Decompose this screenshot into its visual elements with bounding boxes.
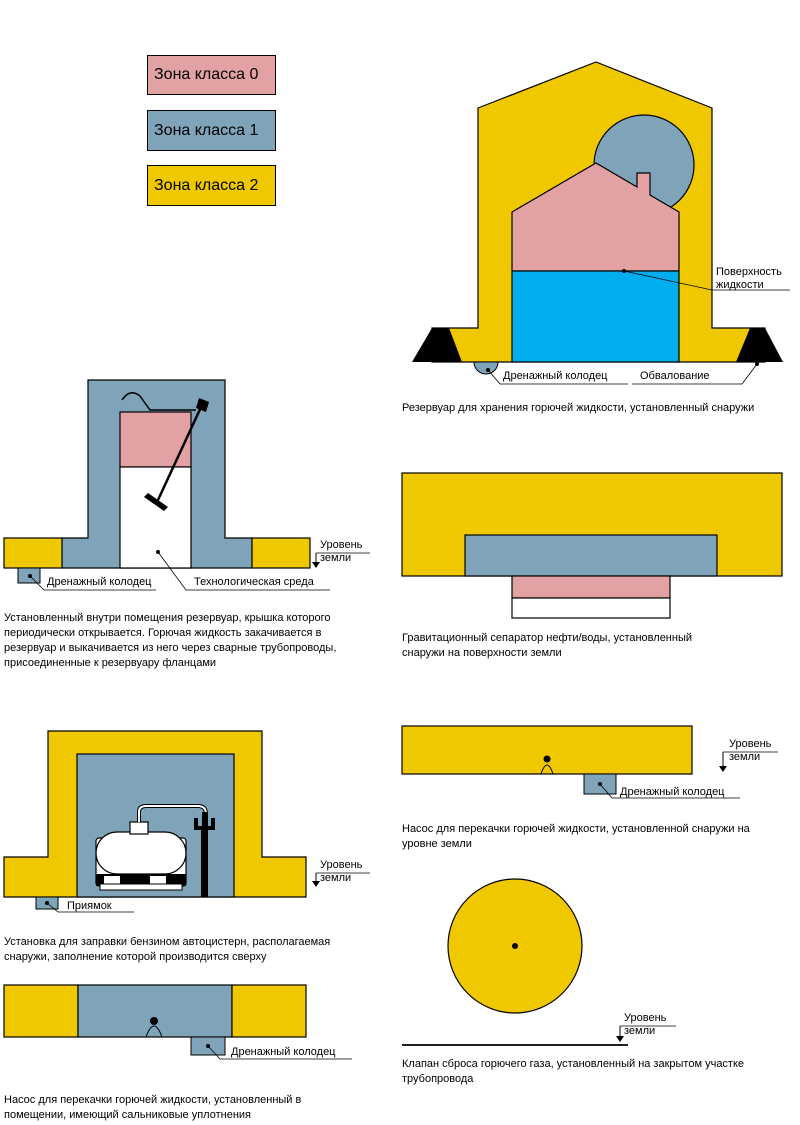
legend-zone-1-label: Зона класса 1 [154, 121, 259, 139]
legend-zone-2: Зона класса 2 [147, 165, 276, 206]
separator-liquid [511, 597, 671, 619]
tanker-ground-arrow [312, 881, 320, 887]
legend-zone-0: Зона класса 0 [147, 55, 276, 95]
indoor-pump-zone1 [77, 984, 233, 1038]
outdoor-pump-ground-arrow [719, 766, 727, 772]
pit-leader [46, 902, 134, 913]
label-bund: Обвалование [640, 370, 710, 382]
outdoor-pump-zone2 [401, 725, 693, 775]
outdoor-pump-icon [543, 755, 551, 763]
indoor-tank-agitator-motor [196, 398, 209, 412]
indoor-tank-diagram [3, 379, 370, 591]
indoor-tank-zone2-left [3, 537, 63, 569]
relief-valve-ground-arrow [616, 1036, 624, 1042]
indoor-drain-leader [29, 575, 156, 591]
tanker-filling-diagram [3, 730, 370, 913]
indoor-pump-zone2-right [231, 984, 307, 1038]
label-outdoor-pump-ground-level: Уровень земли [729, 738, 772, 763]
indoor-pump-icon [150, 1017, 158, 1025]
label-indoor-ground-level: Уровень земли [320, 539, 363, 564]
outdoor-pump-drain-leader [599, 783, 740, 799]
caption-outdoor-pump: Насос для перекачки горючей жидкости, ус… [402, 823, 750, 850]
caption-tanker-filling: Установка для заправки бензином автоцист… [4, 936, 331, 963]
tanker-truck-icon [95, 804, 208, 891]
indoor-tank-vapour-zone0 [119, 411, 192, 468]
outdoor-drain-leader [487, 369, 628, 385]
label-outdoor-drain-well: Дренажный колодец [503, 370, 608, 382]
relief-valve-point [512, 943, 518, 949]
outdoor-pump-base [540, 764, 554, 775]
label-tanker-pit: Приямок [67, 900, 112, 912]
caption-indoor-pump: Насос для перекачки горючей жидкости, ус… [4, 1094, 302, 1121]
separator-diagram [401, 472, 783, 619]
separator-zone1 [464, 534, 718, 577]
bund-leader [632, 363, 758, 385]
indoor-tank-agitator-shaft [156, 404, 204, 501]
caption-indoor-tank: Установленный внутри помещения резервуар… [4, 612, 337, 669]
label-outdoor-pump-drain-well: Дренажный колодец [620, 786, 725, 798]
filling-arm-icon [194, 812, 215, 897]
outdoor-tank-diagram [412, 61, 790, 385]
label-indoor-drain-well: Дренажный колодец [47, 576, 152, 588]
indoor-tank-agitator-blade [144, 493, 168, 511]
indoor-pump-zone2-left [3, 984, 79, 1038]
label-process-medium: Технологическая среда [194, 576, 314, 588]
caption-relief-valve: Клапан сброса горючего газа, установленн… [402, 1058, 745, 1085]
indoor-pump-drain-leader [207, 1045, 352, 1060]
outdoor-tank-bund-right [736, 328, 783, 362]
outdoor-tank-liquid [511, 270, 680, 363]
caption-outdoor-tank: Резервуар для хранения горючей жидкости,… [402, 402, 755, 414]
separator-zone0 [511, 575, 671, 599]
surface-leader [623, 270, 790, 291]
label-liquid-surface: Поверхность жидкости [716, 266, 782, 291]
legend-zone-1: Зона класса 1 [147, 110, 276, 151]
outdoor-pump-diagram [401, 725, 778, 799]
legend-zone-2-label: Зона класса 2 [154, 176, 259, 194]
outdoor-tank-bund-left [412, 328, 462, 362]
process-leader [157, 551, 330, 591]
relief-valve-diagram [402, 878, 676, 1046]
label-tanker-ground-level: Уровень земли [320, 859, 363, 884]
label-relief-valve-ground-level: Уровень земли [624, 1012, 667, 1037]
outdoor-tank-drain-well [473, 361, 499, 375]
caption-separator: Гравитационный сепаратор нефти/воды, уст… [402, 632, 693, 659]
label-indoor-pump-drain-well: Дренажный колодец [231, 1046, 336, 1058]
indoor-tank-process-medium [119, 466, 192, 569]
indoor-pump-diagram [3, 984, 352, 1060]
legend-zone-0-label: Зона класса 0 [154, 66, 259, 83]
indoor-tank-lid [121, 392, 196, 411]
indoor-ground-arrow [312, 562, 320, 568]
indoor-tank-zone2-right [251, 537, 311, 569]
indoor-pump-base [145, 1025, 163, 1038]
